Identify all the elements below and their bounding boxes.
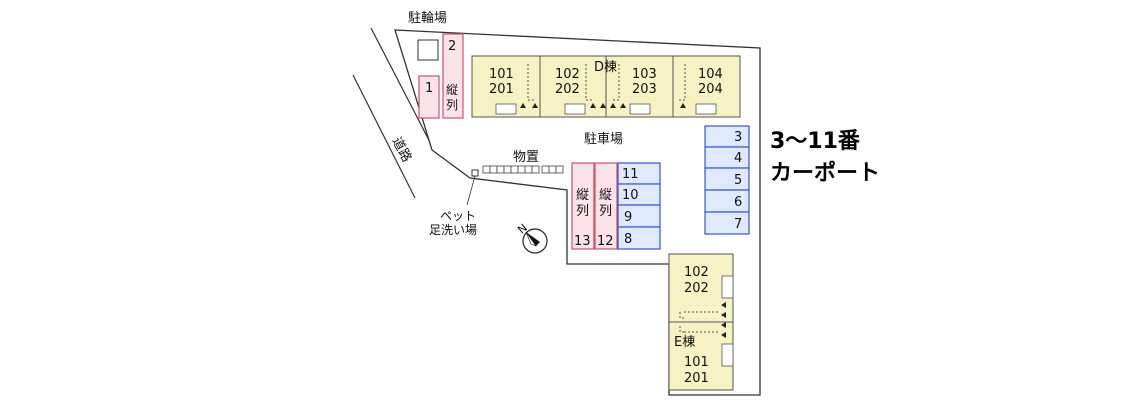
unit-d-upper: 101 [489, 67, 514, 82]
unit-d-upper: 102 [555, 67, 580, 82]
space-13-label: 13 [574, 234, 591, 249]
carport-space-label: 3 [734, 130, 742, 145]
carport-space-label: 10 [622, 188, 639, 203]
unit-d-upper: 103 [632, 67, 657, 82]
pet-wash-station [471, 169, 479, 177]
space-12-tandem-label-bottom: 列 [599, 204, 612, 219]
unit-e-lower: 201 [684, 371, 709, 386]
north-compass-icon: N [515, 221, 548, 254]
unit-d-lower: 202 [555, 82, 580, 97]
space-2-tandem-label-top: 縦 [446, 83, 458, 97]
space-2-label: 2 [448, 39, 456, 54]
unit-d-lower: 204 [698, 82, 723, 97]
unit-d-lower: 201 [489, 82, 514, 97]
unit-e-lower: 202 [684, 281, 709, 296]
unit-d-lower: 203 [632, 82, 657, 97]
tandem-space-2 [442, 33, 464, 119]
pet-wash-label-top: ペット [440, 209, 476, 223]
road-label: 道路 [388, 134, 414, 164]
space-12-tandem-label-top: 縦 [599, 188, 612, 203]
road-edge-outer [352, 74, 416, 199]
carport-space-label: 8 [624, 232, 632, 247]
carport-column-b: 3 4 5 6 7 [704, 125, 750, 235]
space-12-label: 12 [597, 234, 614, 249]
storage-units [482, 165, 564, 174]
storage-label: 物置 [513, 150, 539, 165]
carport-caption-line2: カーポート [770, 161, 881, 186]
building-d-label: D棟 [594, 60, 617, 75]
carport-space-label: 9 [624, 210, 632, 225]
bicycle-parking-label: 駐輪場 [408, 10, 447, 26]
bicycle-parking-box [417, 39, 439, 61]
space-2-tandem-label-bottom: 列 [446, 98, 458, 112]
tandem-space-12 [594, 162, 618, 250]
pet-wash-label-bottom: 足洗い場 [429, 223, 477, 237]
building-e-label: E棟 [674, 335, 695, 350]
road-edge-inner [370, 27, 434, 149]
tandem-space-13 [571, 162, 595, 250]
tandem-space-1 [418, 75, 440, 119]
carport-space-label: 4 [734, 151, 742, 166]
unit-e-upper: 102 [684, 265, 709, 280]
building-e: 102 202 E棟 101 201 [668, 253, 734, 391]
carport-caption-line1: 3～11番 [770, 129, 860, 154]
carport-column-a: 11 10 9 8 [617, 162, 661, 250]
building-d: D棟 101 201 102 202 103 203 104 204 [471, 55, 741, 118]
space-13-tandem-label-bottom: 列 [576, 204, 589, 219]
carport-space-label: 11 [622, 167, 639, 182]
space-1-label: 1 [425, 81, 433, 96]
carport-space-label: 6 [734, 195, 742, 210]
unit-e-upper: 101 [684, 355, 709, 370]
parking-label: 駐車場 [584, 132, 623, 147]
unit-d-upper: 104 [698, 67, 723, 82]
space-13-tandem-label-top: 縦 [576, 188, 589, 203]
carport-caption: 3～11番 カーポート [770, 126, 880, 190]
carport-space-label: 5 [734, 173, 742, 188]
carport-space-label: 7 [734, 217, 742, 232]
